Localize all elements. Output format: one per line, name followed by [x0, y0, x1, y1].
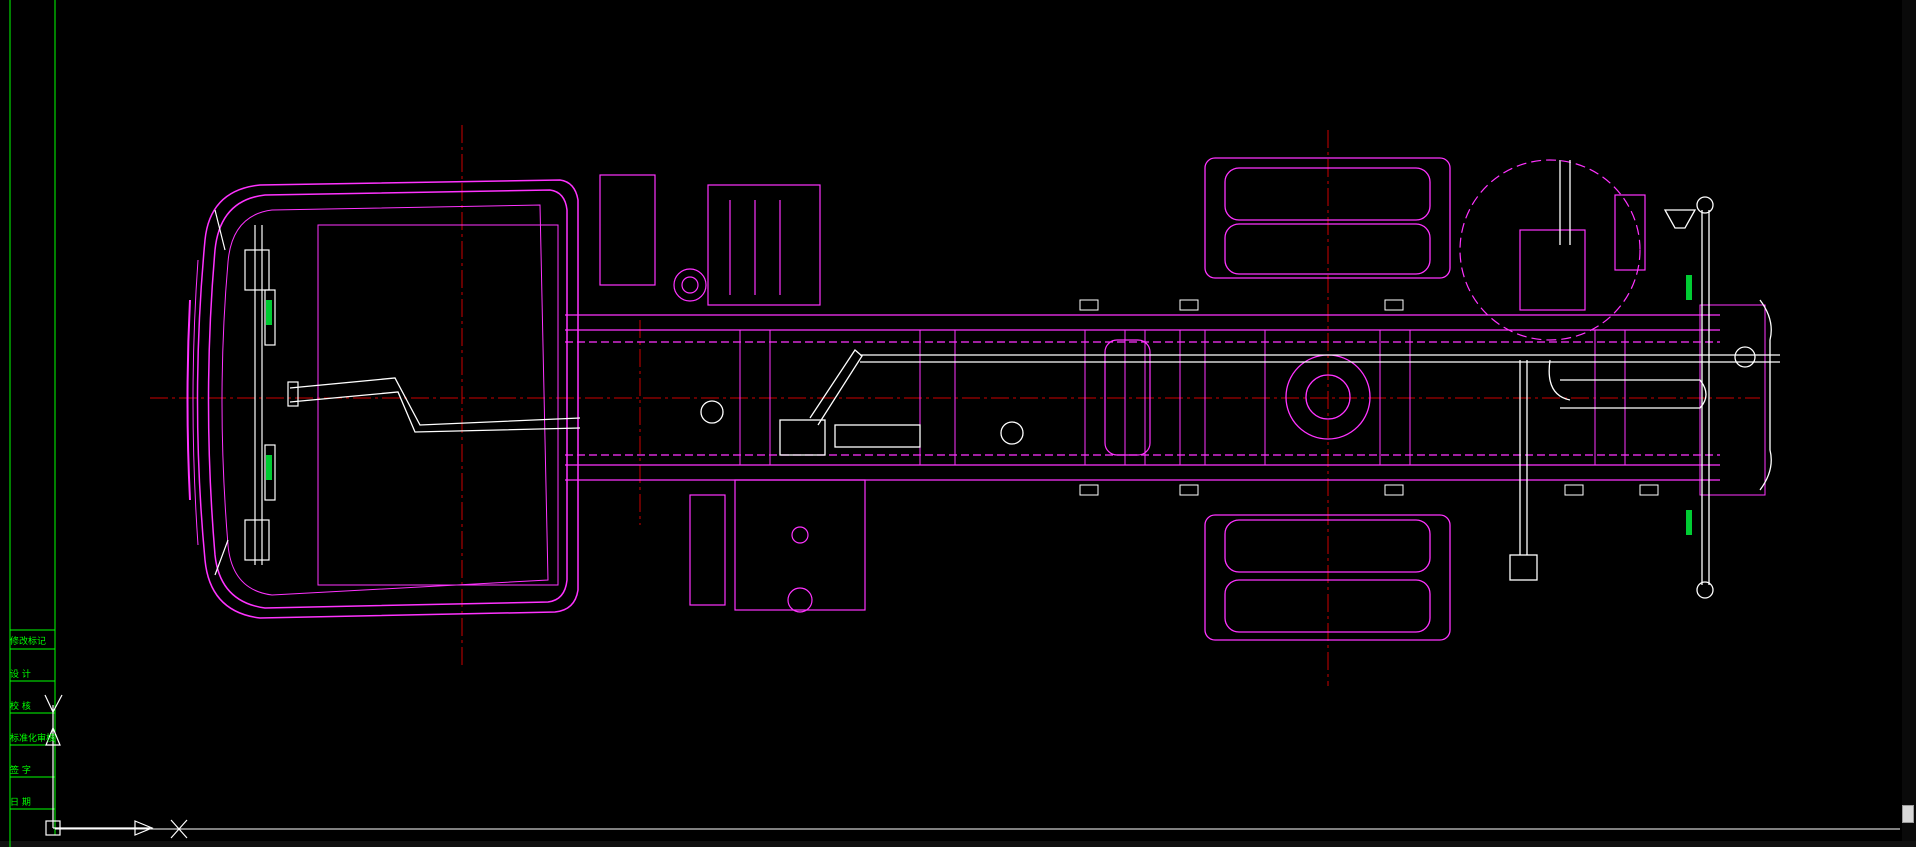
title-row-design: 设 计 [10, 670, 31, 680]
green-cylinders [266, 275, 1692, 535]
title-block-frame [9, 0, 56, 847]
ucs-icon [44, 694, 188, 839]
vertical-scrollbar[interactable] [1902, 0, 1916, 847]
rear-plumbing [700, 160, 1780, 599]
engine-equipment [599, 174, 866, 613]
title-row-standard-review: 标准化审核 [10, 734, 56, 744]
drive-pipe [289, 377, 581, 433]
cross-members [739, 304, 1766, 496]
spare-wheel [1104, 159, 1646, 456]
scrollbar-thumb[interactable] [1902, 805, 1914, 823]
title-row-date: 日 期 [10, 798, 31, 808]
cab-outline [186, 179, 579, 619]
horizontal-scrollbar[interactable] [0, 841, 1916, 847]
frame-fittings [1079, 299, 1659, 496]
front-axle-detail [214, 209, 299, 576]
title-row-signature: 签 字 [10, 766, 31, 776]
title-row-revision: 修改标记 [10, 637, 47, 647]
rear-wheels [1204, 157, 1451, 641]
title-row-check: 校 核 [10, 702, 31, 712]
